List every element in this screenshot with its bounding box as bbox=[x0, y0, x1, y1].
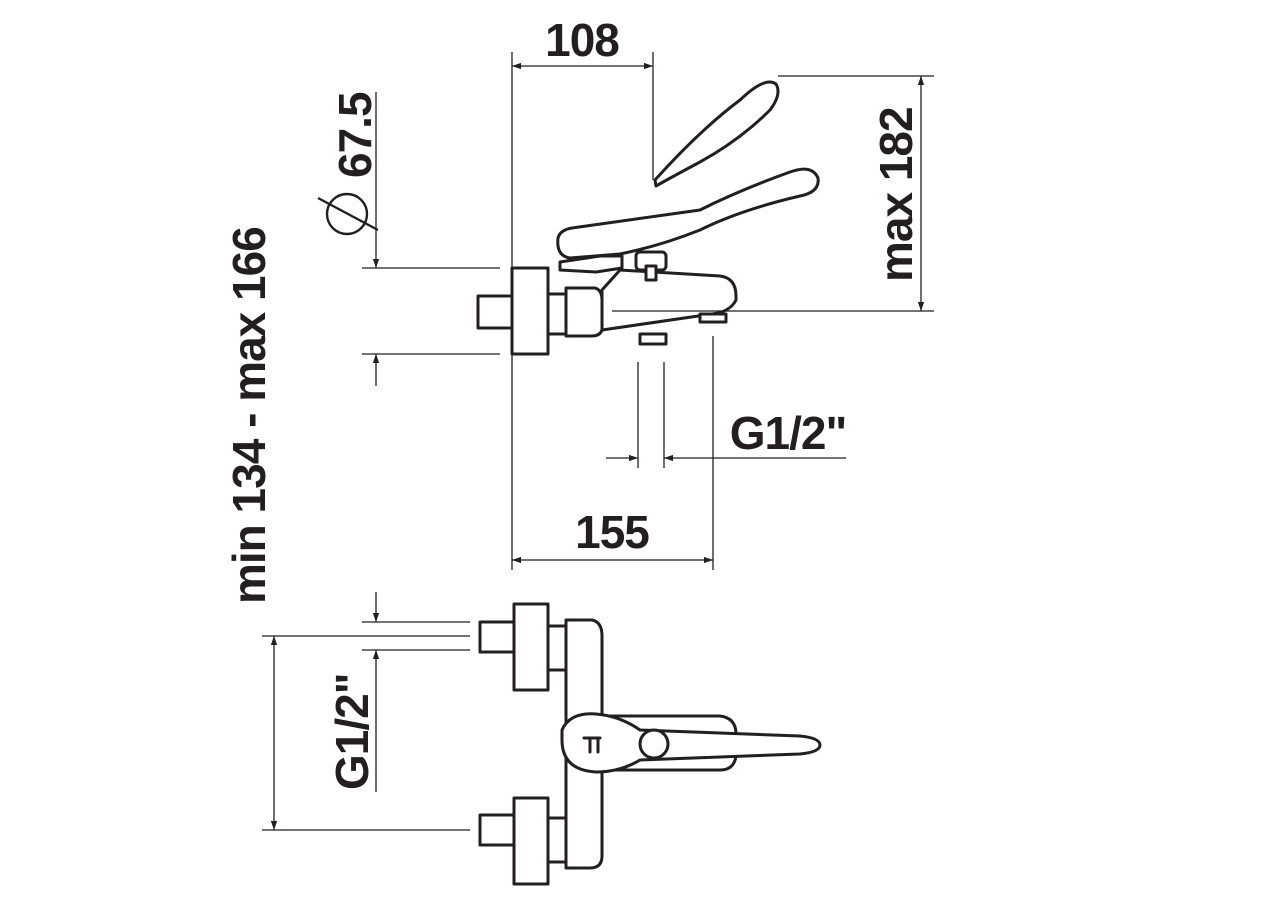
temperature-marking-icon bbox=[582, 736, 602, 754]
diameter-icon-slash bbox=[317, 196, 379, 232]
mixer-body bbox=[564, 286, 604, 338]
lever-raised bbox=[653, 80, 780, 188]
dim-outlet-thread-label: G1/2" bbox=[730, 407, 847, 459]
lower-inlet-stub bbox=[478, 813, 516, 847]
diverter-stem bbox=[644, 264, 658, 282]
dim-inlet-thread-label: G1/2" bbox=[326, 673, 378, 790]
diverter-knob-top bbox=[638, 728, 670, 760]
upper-nut bbox=[546, 624, 568, 672]
lower-nut bbox=[546, 816, 568, 864]
lever-top-view bbox=[560, 712, 822, 774]
dim-108-label: 108 bbox=[545, 14, 619, 66]
dim-spacing-label: min 134 - max 166 bbox=[223, 227, 275, 604]
upper-flange bbox=[512, 602, 550, 692]
aerator bbox=[698, 312, 728, 324]
lower-flange bbox=[512, 796, 550, 886]
dim-155-label: 155 bbox=[575, 506, 649, 558]
front-view: min 134 - max 166 G1/2" bbox=[223, 227, 822, 886]
upper-inlet-stub bbox=[478, 620, 516, 654]
lever-lower bbox=[556, 167, 820, 260]
dim-max-182-label: max 182 bbox=[870, 107, 922, 282]
dim-diameter-label: 67.5 bbox=[329, 92, 381, 178]
diameter-icon bbox=[325, 192, 369, 236]
outlet-nozzle bbox=[638, 332, 668, 346]
side-view: 67.5 108 max 182 G1/2" 155 bbox=[317, 14, 934, 570]
inlet-stub bbox=[476, 294, 514, 330]
connection-nut bbox=[546, 292, 568, 336]
wall-flange bbox=[510, 266, 550, 356]
